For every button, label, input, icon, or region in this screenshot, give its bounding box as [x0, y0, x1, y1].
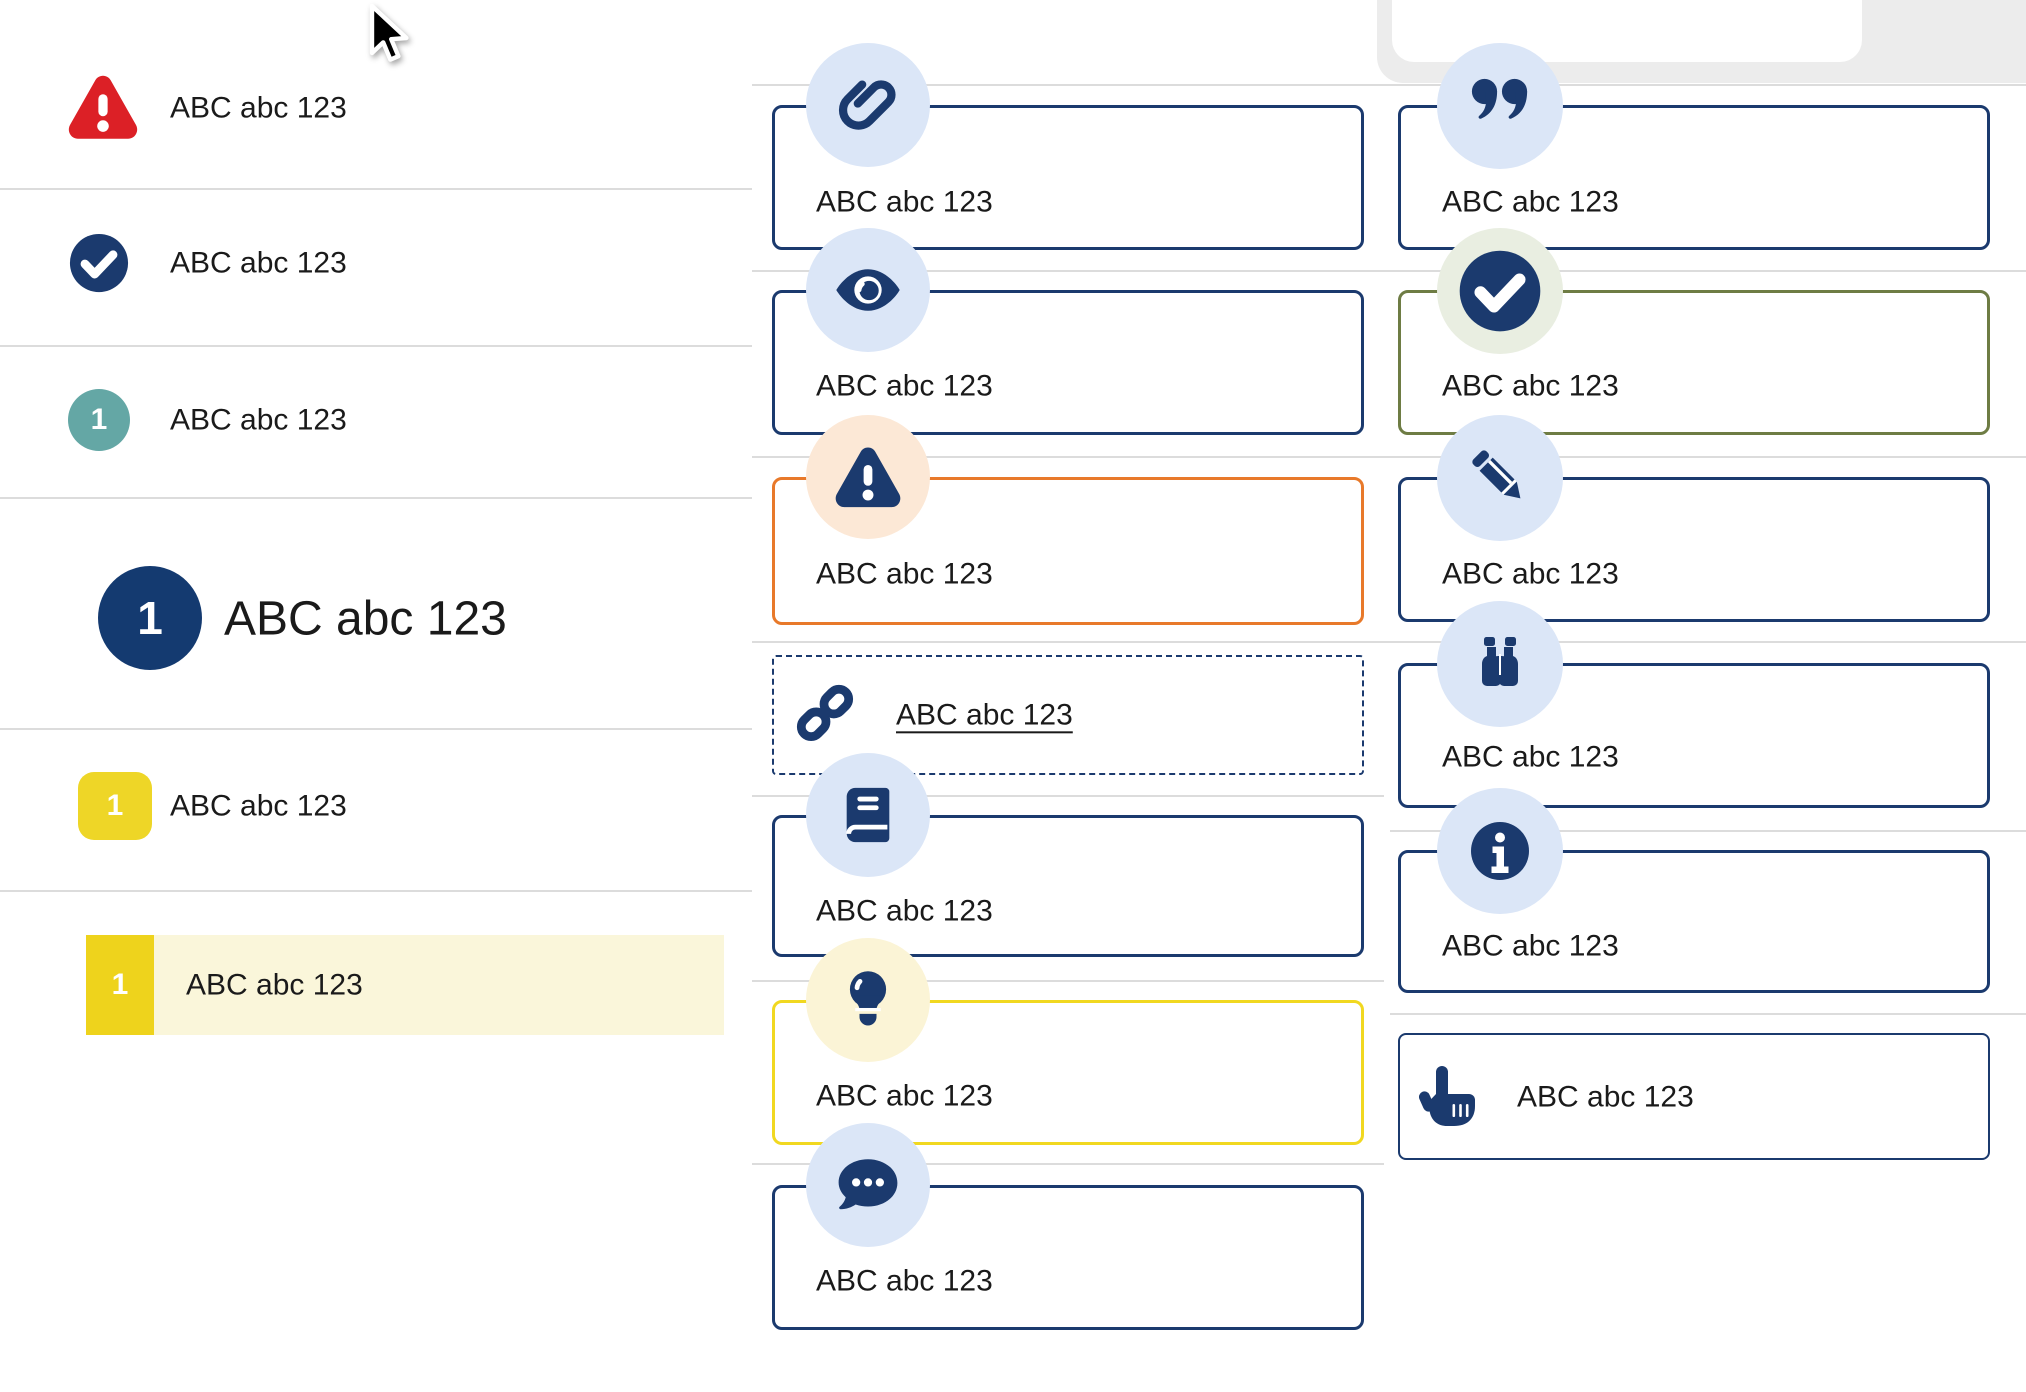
row-divider — [752, 270, 2026, 272]
callout-box-info — [1398, 850, 1990, 993]
list-item-label: ABC abc 123 — [170, 789, 347, 823]
row-divider — [752, 641, 2026, 643]
callout-label: ABC abc 123 — [816, 557, 993, 591]
number-badge-yellow-rounded: 1 — [78, 772, 152, 840]
callout-label: ABC abc 123 — [1442, 185, 1619, 219]
callout-box-action[interactable] — [1398, 1033, 1990, 1160]
callout-label: ABC abc 123 — [1442, 929, 1619, 963]
row-divider — [1390, 1013, 2026, 1015]
check-circle-icon — [68, 232, 130, 294]
callout-label: ABC abc 123 — [1442, 740, 1619, 774]
paperclip-icon — [806, 43, 930, 167]
info-circle-icon — [1437, 788, 1563, 914]
list-item-label: ABC abc 123 — [170, 403, 347, 437]
row-divider — [752, 84, 2026, 86]
list-divider — [0, 890, 752, 892]
row-divider — [752, 795, 1384, 797]
number-badge-teal: 1 — [68, 389, 130, 451]
list-divider — [0, 497, 752, 499]
row-divider — [752, 456, 2026, 458]
highlighted-row — [154, 935, 724, 1035]
callout-box-attachment — [772, 105, 1364, 250]
list-item-label: ABC abc 123 — [170, 246, 347, 280]
list-item-label: ABC abc 123 — [170, 91, 347, 125]
number-badge-navy-large: 1 — [98, 566, 202, 670]
callout-label: ABC abc 123 — [816, 894, 993, 928]
check-circle-icon — [1437, 228, 1563, 354]
book-icon — [806, 753, 930, 877]
mouse-cursor — [362, 3, 414, 77]
list-divider — [0, 728, 752, 730]
callout-label: ABC abc 123 — [1442, 557, 1619, 591]
list-divider — [0, 188, 752, 190]
callout-link-text[interactable]: ABC abc 123 — [896, 698, 1073, 732]
list-divider — [0, 345, 752, 347]
callout-label: ABC abc 123 — [816, 1079, 993, 1113]
number-badge-yellow-highlighted: 1 — [86, 935, 154, 1035]
comment-dots-icon — [806, 1123, 930, 1247]
list-item-label-large: ABC abc 123 — [224, 592, 507, 646]
lightbulb-icon — [806, 938, 930, 1062]
callout-label: ABC abc 123 — [816, 185, 993, 219]
callout-label: ABC abc 123 — [1442, 369, 1619, 403]
callout-label: ABC abc 123 — [816, 1264, 993, 1298]
pencil-icon — [1437, 415, 1563, 541]
row-divider — [1390, 830, 2026, 832]
top-white-card-edge — [1392, 0, 1862, 62]
quote-right-icon — [1437, 43, 1563, 169]
warning-triangle-icon — [806, 415, 930, 539]
link-icon — [792, 682, 858, 748]
callout-label: ABC abc 123 — [1517, 1080, 1694, 1114]
hand-pointer-icon — [1418, 1062, 1488, 1130]
list-item-label: ABC abc 123 — [186, 968, 363, 1002]
eye-icon — [806, 228, 930, 352]
row-divider — [752, 1163, 1384, 1165]
callout-label: ABC abc 123 — [816, 369, 993, 403]
binoculars-icon — [1437, 601, 1563, 727]
row-divider — [752, 980, 1384, 982]
callout-box-quote — [1398, 105, 1990, 250]
warning-triangle-icon — [66, 72, 140, 142]
